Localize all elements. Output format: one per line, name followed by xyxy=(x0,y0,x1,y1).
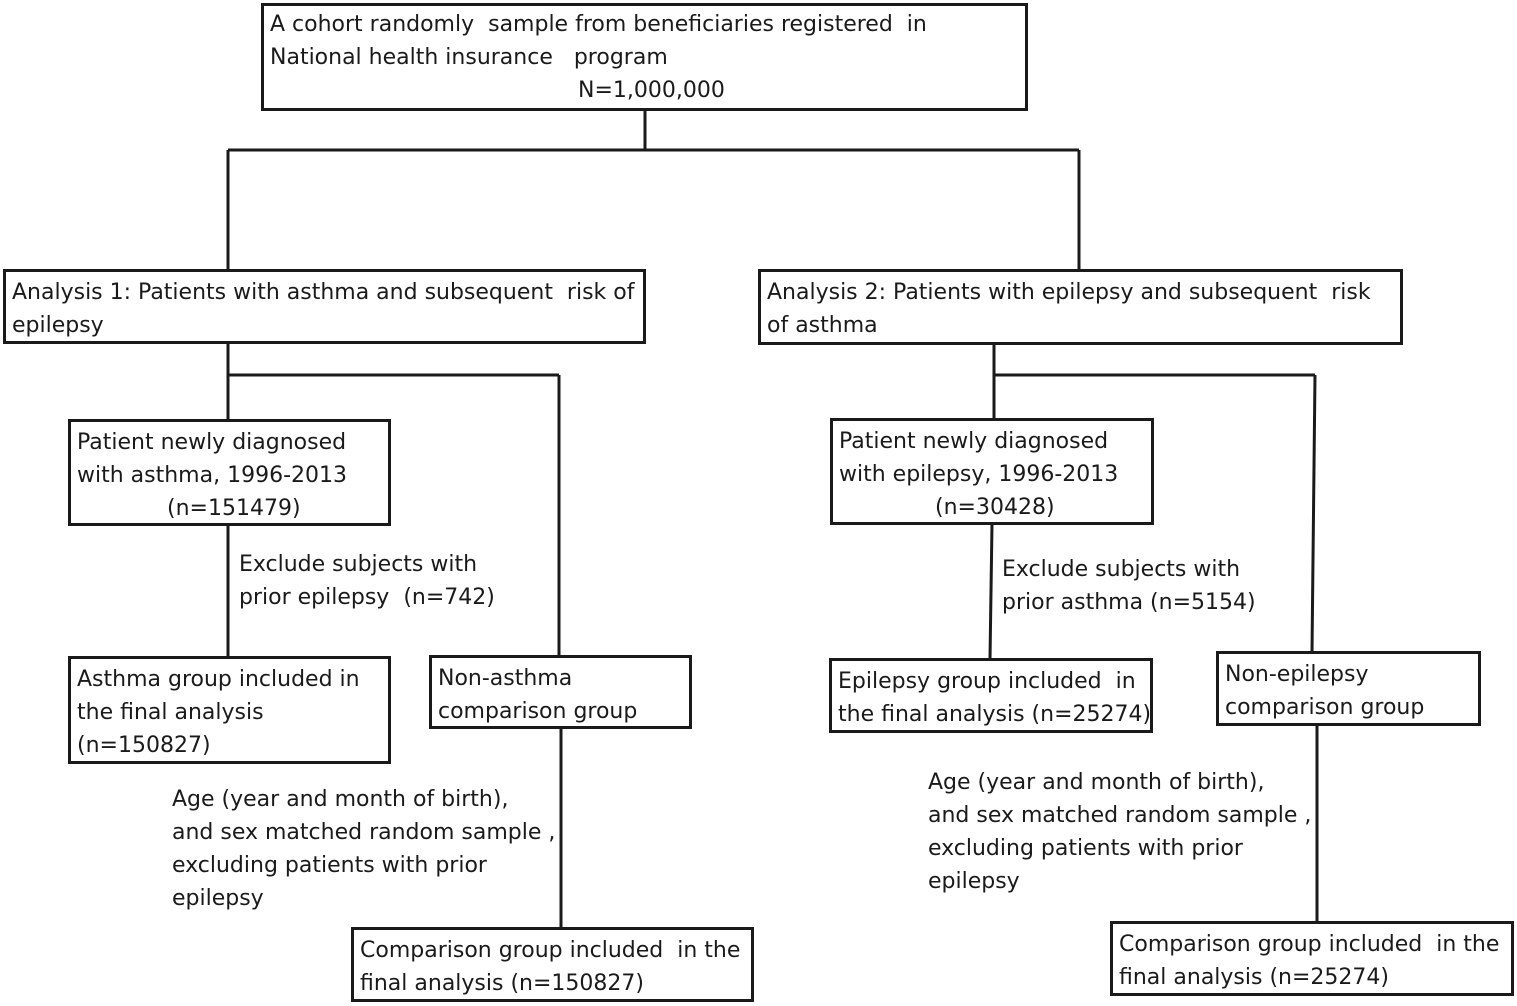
non-epilepsy-line1: Non-epilepsy xyxy=(1225,662,1369,687)
asthma-diagnosed-box: Patient newly diagnosed with asthma, 199… xyxy=(68,419,391,526)
epilepsy-matching-line1: Age (year and month of birth), xyxy=(928,770,1265,795)
non-asthma-line2: comparison group xyxy=(438,699,638,724)
asthma-matching-line2: and sex matched random sample , xyxy=(172,820,556,845)
cohort-text-line1: A cohort randomly sample from beneficiar… xyxy=(270,12,927,37)
asthma-group-line1: Asthma group included in xyxy=(77,667,360,692)
epilepsy-group-box: Epilepsy group included in the final ana… xyxy=(829,658,1153,733)
epilepsy-group-line2: the final analysis (n=25274) xyxy=(838,702,1152,727)
non-epilepsy-group-box: Non-epilepsy comparison group xyxy=(1216,651,1481,726)
asthma-group-box: Asthma group included in the final analy… xyxy=(68,656,391,764)
analysis2-header-box: Analysis 2: Patients with epilepsy and s… xyxy=(758,269,1403,345)
asthma-matching-line1: Age (year and month of birth), xyxy=(172,787,509,812)
asthma-matching-line3: excluding patients with prior xyxy=(172,853,487,878)
epilepsy-comparison-final-box: Comparison group included in the final a… xyxy=(1110,921,1514,996)
epilepsy-matching-line3: excluding patients with prior xyxy=(928,836,1243,861)
epilepsy-diagnosed-line1: Patient newly diagnosed xyxy=(839,429,1109,454)
epilepsy-diagnosed-count: (n=30428) xyxy=(935,495,1055,520)
cohort-text-line2: National health insurance program xyxy=(270,45,668,70)
epilepsy-matching-line4: epilepsy xyxy=(928,869,1020,894)
cohort-count: N=1,000,000 xyxy=(578,78,725,103)
analysis1-header-box: Analysis 1: Patients with asthma and sub… xyxy=(3,269,646,344)
non-asthma-group-box: Non-asthma comparison group xyxy=(429,655,692,729)
epilepsy-comparison-line1: Comparison group included in the xyxy=(1119,932,1500,957)
epilepsy-exclusion-note: Exclude subjects with prior asthma (n=51… xyxy=(1002,553,1256,619)
epilepsy-diagnosed-box: Patient newly diagnosed with epilepsy, 1… xyxy=(830,418,1154,525)
asthma-comparison-line1: Comparison group included in the xyxy=(360,938,741,963)
epilepsy-matching-note: Age (year and month of birth), and sex m… xyxy=(928,766,1311,898)
asthma-exclusion-line1: Exclude subjects with xyxy=(239,552,478,577)
asthma-diagnosed-line1: Patient newly diagnosed xyxy=(77,430,347,455)
asthma-group-count: (n=150827) xyxy=(77,733,211,758)
asthma-matching-line4: epilepsy xyxy=(172,886,264,911)
analysis2-header-line2: of asthma xyxy=(767,313,878,338)
analysis1-header-line1: Analysis 1: Patients with asthma and sub… xyxy=(12,280,635,305)
asthma-diagnosed-count: (n=151479) xyxy=(167,496,301,521)
asthma-matching-note: Age (year and month of birth), and sex m… xyxy=(172,783,555,915)
epilepsy-exclusion-line2: prior asthma (n=5154) xyxy=(1002,590,1256,615)
asthma-exclusion-line2: prior epilepsy (n=742) xyxy=(239,585,495,610)
epilepsy-diagnosed-line2: with epilepsy, 1996-2013 xyxy=(839,462,1119,487)
asthma-diagnosed-line2: with asthma, 1996-2013 xyxy=(77,463,347,488)
non-asthma-line1: Non-asthma xyxy=(438,666,573,691)
cohort-box: A cohort randomly sample from beneficiar… xyxy=(261,3,1028,111)
epilepsy-group-line1: Epilepsy group included in xyxy=(838,669,1136,694)
epilepsy-matching-line2: and sex matched random sample , xyxy=(928,803,1312,828)
analysis1-header-line2: epilepsy xyxy=(12,313,104,338)
connector-a2-exclude xyxy=(988,523,994,660)
asthma-comparison-line2: final analysis (n=150827) xyxy=(360,971,644,996)
asthma-group-line2: the final analysis xyxy=(77,700,264,725)
asthma-exclusion-note: Exclude subjects with prior epilepsy (n=… xyxy=(239,548,495,614)
asthma-comparison-final-box: Comparison group included in the final a… xyxy=(351,927,754,1002)
epilepsy-comparison-line2: final analysis (n=25274) xyxy=(1119,965,1389,990)
connector-a2-to-nonepilepsy xyxy=(1310,374,1317,653)
epilepsy-exclusion-line1: Exclude subjects with xyxy=(1002,557,1241,582)
non-epilepsy-line2: comparison group xyxy=(1225,695,1425,720)
analysis2-header-line1: Analysis 2: Patients with epilepsy and s… xyxy=(767,280,1371,305)
